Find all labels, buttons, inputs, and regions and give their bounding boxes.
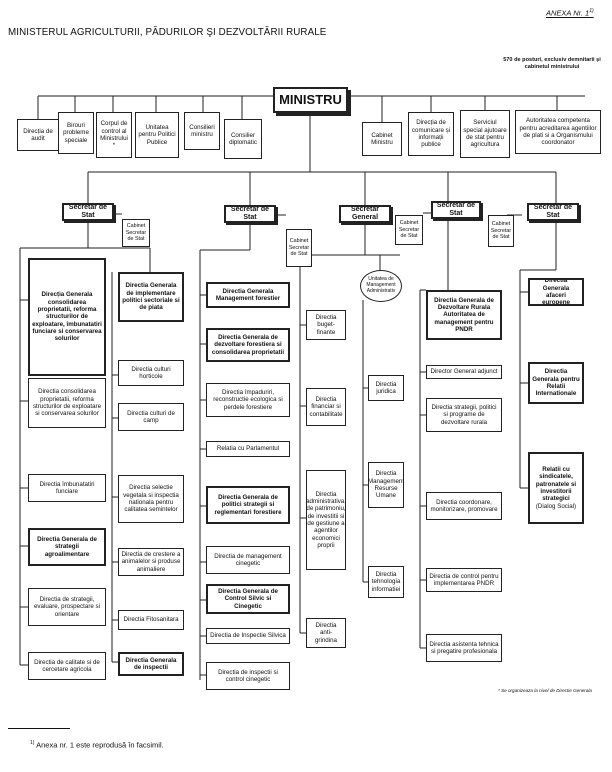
col4-administrativa: Directia administrativa, de patrimoniu, … — [306, 470, 346, 570]
secretar-stat-4: Secretar de Stat — [527, 203, 579, 221]
col3-dg-control-silvic: Directia Generala de Control Silvic si C… — [206, 584, 290, 614]
col3-dg-dezvoltare-forestiera: Directia Generala de dezvoltare forestie… — [206, 328, 290, 362]
box-ajutoare-stat: Serviciul special ajutoare de stat pentr… — [460, 110, 510, 158]
annex-label: ANEXA Nr. 11) — [546, 8, 594, 18]
annex-sup: 1) — [589, 8, 594, 14]
col2-dg-inspectii: Directia Generala de inspectii — [118, 652, 184, 676]
col6-control-pndr: Directia de control pentru implementarea… — [426, 568, 502, 592]
cabinet-secretar-3: Cabinet Secretar de Stat — [395, 215, 423, 245]
col7-dialog-social: (Dialog Social) — [535, 502, 577, 510]
cabinet-secretar-1: Cabinet Secretar de Stat — [122, 219, 150, 247]
ministry-title: MINISTERUL AGRICULTURII, PĂDURILOR ŞI DE… — [8, 27, 327, 38]
col4-buget-finante: Directia buget-finante — [306, 310, 346, 340]
col7-dg-relatii-internationale: Directia Generala pentru Relatii Interna… — [528, 362, 584, 404]
col5-management-resurse-umane: Directia Management Resurse Umane — [368, 462, 404, 508]
col6-asistenta-tehnica: Directia asistenta tehnica si pregatire … — [426, 634, 502, 662]
secretar-stat-3: Secretar de Stat — [431, 201, 481, 219]
col1-directia-calitate: Directia de calitate si de cercetare agr… — [28, 652, 106, 680]
box-unitatea-politici: Unitatea pentru Politici Publice — [135, 112, 179, 158]
box-corpul-control: Corpul de control al Ministrului * — [96, 112, 132, 158]
col4-anti-grindina: Directia anti-grindina — [306, 618, 346, 648]
col3-impaduriri: Directia împaduriri, reconstructie ecolo… — [206, 383, 290, 417]
col2-culturi-horticole: Directia culturi horticole — [118, 360, 184, 386]
annex-text: ANEXA Nr. 1 — [546, 8, 590, 18]
col1-directia-strategii: Directia de strategii, evaluare, prospec… — [28, 588, 106, 626]
secretar-general: Secretar General — [339, 205, 391, 223]
footnote-bottom-sup: 1) — [30, 740, 35, 746]
col7-dg-afaceri-europene: Directia Generala afaceri europene — [528, 278, 584, 306]
box-consilieri: Consilieri ministru — [184, 112, 220, 150]
col2-crestere-animale: Directia de crestere a animalelor si pro… — [118, 548, 184, 576]
col1-directia-consolidarea: Directia consolidarea proprietatii, refo… — [28, 378, 106, 428]
staff-note: 570 de posturi, exclusiv demnitarii și c… — [503, 57, 601, 70]
box-consilier-diplomatic: Consilier diplomatic — [224, 119, 262, 159]
cabinet-secretar-4: Cabinet Secretar de Stat — [488, 215, 514, 247]
col3-inspectii-cinegetic: Directia de inspectii si control cineget… — [206, 662, 290, 690]
col6-coordonare: Directia coordonare, monitorizare, promo… — [426, 492, 502, 520]
col3-relatia-parlament: Relatia cu Parlamentul — [206, 441, 290, 457]
col2-fitosanitara: Directia Fitosanitara — [118, 610, 184, 630]
cabinet-secretar-2: Cabinet Secretar de Stat — [286, 229, 312, 267]
box-birouri-probleme: Birouri probleme speciale — [58, 112, 94, 154]
col3-management-cinegetic: Directia de management cinegetic — [206, 546, 290, 574]
footnote-star: * Se organizeaza la nivel de Directie Ge… — [498, 688, 592, 693]
secretar-stat-1: Secretar de Stat — [62, 203, 114, 221]
col3-dg-management-forestier: Directia Generala Management forestier — [206, 282, 290, 308]
col7-relatii-sindicate-title: Relatii cu sindicatele, patronatele si i… — [535, 466, 577, 503]
col6-strategii-politici: Directia strategii, politici si programe… — [426, 398, 502, 432]
box-cabinet-ministru: Cabinet Ministru — [362, 122, 402, 156]
footnote-bottom-text: Anexa nr. 1 este reprodusă în facsimil. — [36, 740, 164, 750]
col1-dg-strategii: Directia Generala de strategii agroalime… — [28, 528, 106, 566]
col4-financiar: Directia financiar si contabilitate — [306, 388, 346, 426]
col3-dg-politici-forestiere: Directia Generala de politici strategii … — [206, 486, 290, 524]
box-directia-audit: Direcția de audit — [17, 119, 59, 151]
col2-dg-implementare: Directia Generala de implementare politi… — [118, 272, 184, 322]
footnote-rule — [8, 728, 70, 729]
box-comunicare: Direcția de comunicare și informații pub… — [408, 112, 454, 156]
box-autoritatea-competenta: Autoritatea competenta pentru acreditare… — [515, 110, 601, 154]
footnote-bottom: 1) Anexa nr. 1 este reprodusă în facsimi… — [30, 740, 164, 750]
col2-selectie-vegetala: Directia selectie vegetala si inspectia … — [118, 475, 184, 523]
secretar-stat-2: Secretar de Stat — [224, 205, 276, 223]
col6-dg-dezvoltare-rurala: Directia Generala de Dezvoltare Rurala A… — [426, 290, 502, 340]
col1-dg-consolidarea: Direcția Generala consolidarea proprieta… — [28, 258, 106, 376]
col5-tehnologia-informatiei: Directia tehnologia informatiei — [368, 566, 404, 598]
col1-directia-imbunatatiri: Directia îmbunatatiri funciare — [28, 474, 106, 502]
col2-culturi-camp: Directia culturi de camp — [118, 403, 184, 431]
unitatea-management-administrativ: Unitatea de Management Administrativ — [360, 270, 402, 302]
ministru-box: MINISTRU — [273, 87, 348, 113]
col5-juridica: Directia juridica — [368, 375, 404, 401]
col6-director-adjunct: Director General adjunct — [426, 365, 502, 379]
col7-relatii-sindicate: Relatii cu sindicatele, patronatele si i… — [528, 452, 584, 524]
col3-inspectie-silvica: Directia de Inspectie Silvica — [206, 628, 290, 644]
